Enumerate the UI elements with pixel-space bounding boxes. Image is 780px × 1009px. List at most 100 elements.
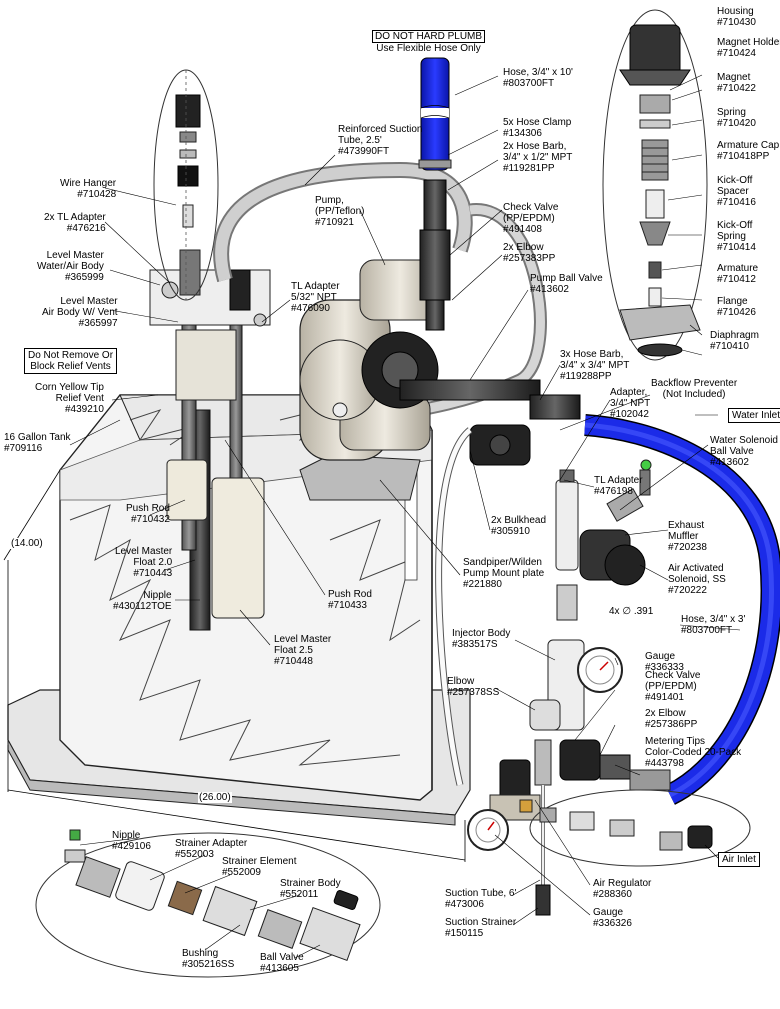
label-suction-tube-reinforced-line: Reinforced Suction <box>338 124 423 135</box>
label-pump-mount-line: Sandpiper/Wilden <box>463 557 542 568</box>
label-armature-cap-line: Armature Cap <box>717 140 780 151</box>
label-spring-line: #710420 <box>717 118 756 129</box>
label-armature-line: Armature <box>717 263 759 274</box>
label-wire-hanger: Wire Hanger#710428 <box>60 178 116 200</box>
label-magnet-holder-line: #710424 <box>717 48 756 59</box>
label-kickoff-spacer-line: Kick-Off <box>717 175 753 186</box>
label-corn-yellow-line: Corn Yellow Tip <box>35 382 104 393</box>
label-pump: Pump,(PP/Teflon)#710921 <box>315 195 364 228</box>
label-ball-valve-btm-line: #413605 <box>260 963 299 974</box>
label-pump-line: #710921 <box>315 217 354 228</box>
label-corn-yellow-line: #439210 <box>65 404 104 415</box>
label-push-rod-right-line: #710433 <box>328 600 367 611</box>
label-check-valve-right-line: Check Valve <box>645 670 701 681</box>
label-armature-cap: Armature Cap#710418PP <box>717 140 779 162</box>
label-hose-3ft-line: Hose, 3/4" x 3' <box>681 614 746 625</box>
label-check-valve-right-line: (PP/EPDM) <box>645 681 697 692</box>
leader-lines <box>69 74 741 959</box>
label-exhaust-muffler-line: Muffler <box>668 531 699 542</box>
notice-relief-vents: Do Not Remove Or Block Relief Vents <box>24 348 118 374</box>
label-kickoff-spring-line: Spring <box>717 231 746 242</box>
label-flange-line: #710426 <box>717 307 756 318</box>
label-diaphragm: Diaphragm#710410 <box>710 330 759 352</box>
label-check-valve-right: Check Valve(PP/EPDM)#491401 <box>645 670 700 703</box>
label-hose-barb-top-line: 2x Hose Barb, <box>503 141 567 152</box>
label-strainer-element: Strainer Element#552009 <box>222 856 296 878</box>
label-level-master-water-line: #365999 <box>64 272 104 283</box>
label-suction-tube-reinforced-line: #473990FT <box>338 146 390 157</box>
label-push-rod-left-line: #710432 <box>130 514 170 525</box>
label-strainer-body-line: Strainer Body <box>280 878 341 889</box>
label-level-master-air-line: Air Body W/ Vent <box>42 307 118 318</box>
label-hose-barb-34-line: #119288PP <box>560 371 612 382</box>
label-nipple-btm-line: Nipple <box>112 830 141 841</box>
label-level-master-air-line: Level Master <box>60 296 118 307</box>
label-kickoff-spring-line: #710414 <box>717 242 756 253</box>
notice-water-inlet: Water Inlet <box>728 408 780 423</box>
label-hose-barb-34-line: 3x Hose Barb, <box>560 349 624 360</box>
label-strainer-element-line: Strainer Element <box>222 856 297 867</box>
label-bushing-line: Bushing <box>182 948 219 959</box>
label-suction-tube-6-line: #473006 <box>445 899 484 910</box>
hose-right-blue <box>584 414 780 805</box>
label-hose-3ft-line: #803700FT <box>681 625 733 636</box>
notice-do-not-hard-plumb: DO NOT HARD PLUMB Use Flexible Hose Only <box>372 30 486 54</box>
label-hose-clamp-line: #134306 <box>503 128 542 139</box>
label-float-20-line: Float 2.0 <box>133 557 173 568</box>
label-gauge-right-line: #336333 <box>645 662 684 673</box>
label-ball-valve-btm: Ball Valve#413605 <box>260 952 304 974</box>
label-float-25-line: #710448 <box>274 656 313 667</box>
label-backflow: Backflow Preventer(Not Included) <box>651 378 737 400</box>
label-hose-top-line: Hose, 3/4" x 10' <box>503 67 573 78</box>
label-exhaust-muffler-line: Exhaust <box>668 520 705 531</box>
label-float-25-line: Float 2.5 <box>274 645 313 656</box>
label-water-solenoid-line: Ball Valve <box>710 446 754 457</box>
label-armature-line: #710412 <box>717 274 756 285</box>
label-adapter-34-line: #102042 <box>610 409 649 420</box>
label-level-master-water-line: Level Master <box>46 250 104 261</box>
label-hose-3ft: Hose, 3/4" x 3'#803700FT <box>681 614 745 636</box>
label-metering-tips-line: Color-Coded 20-Pack <box>645 747 742 758</box>
solenoid-exploded-view <box>602 9 708 361</box>
label-tl-adapter-2x-line: 2x TL Adapter <box>44 212 106 223</box>
label-water-solenoid-line: #413602 <box>710 457 749 468</box>
label-nipple-mid: Nipple#430112TOE <box>113 590 172 612</box>
label-hose-clamp-line: 5x Hose Clamp <box>503 117 572 128</box>
label-tl-adapter-532-line: TL Adapter <box>291 281 340 292</box>
label-pump-mount-line: #221880 <box>463 579 502 590</box>
dimension-height: (14.00) <box>10 538 44 549</box>
label-flange: Flange#710426 <box>717 296 756 318</box>
label-injector-body: Injector Body#383517S <box>452 628 510 650</box>
label-check-valve-top: Check Valve(PP/EPDM)#491408 <box>503 202 558 235</box>
label-pump-ball-valve-line: Pump Ball Valve <box>530 273 603 284</box>
label-gauge-bottom: Gauge#336326 <box>593 907 632 929</box>
suction-tube-strainer <box>535 785 551 916</box>
label-push-rod-right-line: Push Rod <box>328 589 372 600</box>
label-strainer-adapter-line: Strainer Adapter <box>175 838 248 849</box>
label-magnet-line: #710422 <box>717 83 756 94</box>
label-elbow-2x-pp-line: 2x Elbow <box>645 708 686 719</box>
label-level-master-air-line: #365997 <box>78 318 118 329</box>
label-housing: Housing#710430 <box>717 6 756 28</box>
label-check-valve-top-line: Check Valve <box>503 202 559 213</box>
label-float-20-line: Level Master <box>115 546 173 557</box>
notice-air-inlet: Air Inlet <box>718 852 760 867</box>
label-ball-valve-btm-line: Ball Valve <box>260 952 304 963</box>
label-backflow-line: Backflow Preventer <box>651 378 738 389</box>
label-diaphragm-line: #710410 <box>710 341 749 352</box>
label-elbow-ss-line: #257378SS <box>447 687 500 698</box>
label-armature-cap-line: #710418PP <box>717 151 770 162</box>
label-air-regulator-line: #288360 <box>593 889 632 900</box>
label-tl-adapter-2x-line: #476216 <box>66 223 106 234</box>
label-push-rod-left-line: Push Rod <box>126 503 170 514</box>
label-tank: 16 Gallon Tank#709116 <box>4 432 71 454</box>
label-strainer-body: Strainer Body#552011 <box>280 878 341 900</box>
label-magnet: Magnet#710422 <box>717 72 756 94</box>
label-suction-tube-6-line: Suction Tube, 6' <box>445 888 517 899</box>
label-pump-ball-valve: Pump Ball Valve#413602 <box>530 273 603 295</box>
label-elbow-ss: Elbow#257378SS <box>447 676 499 698</box>
label-flange-line: Flange <box>717 296 748 307</box>
dimension-width-value: 26.00 <box>202 792 228 803</box>
